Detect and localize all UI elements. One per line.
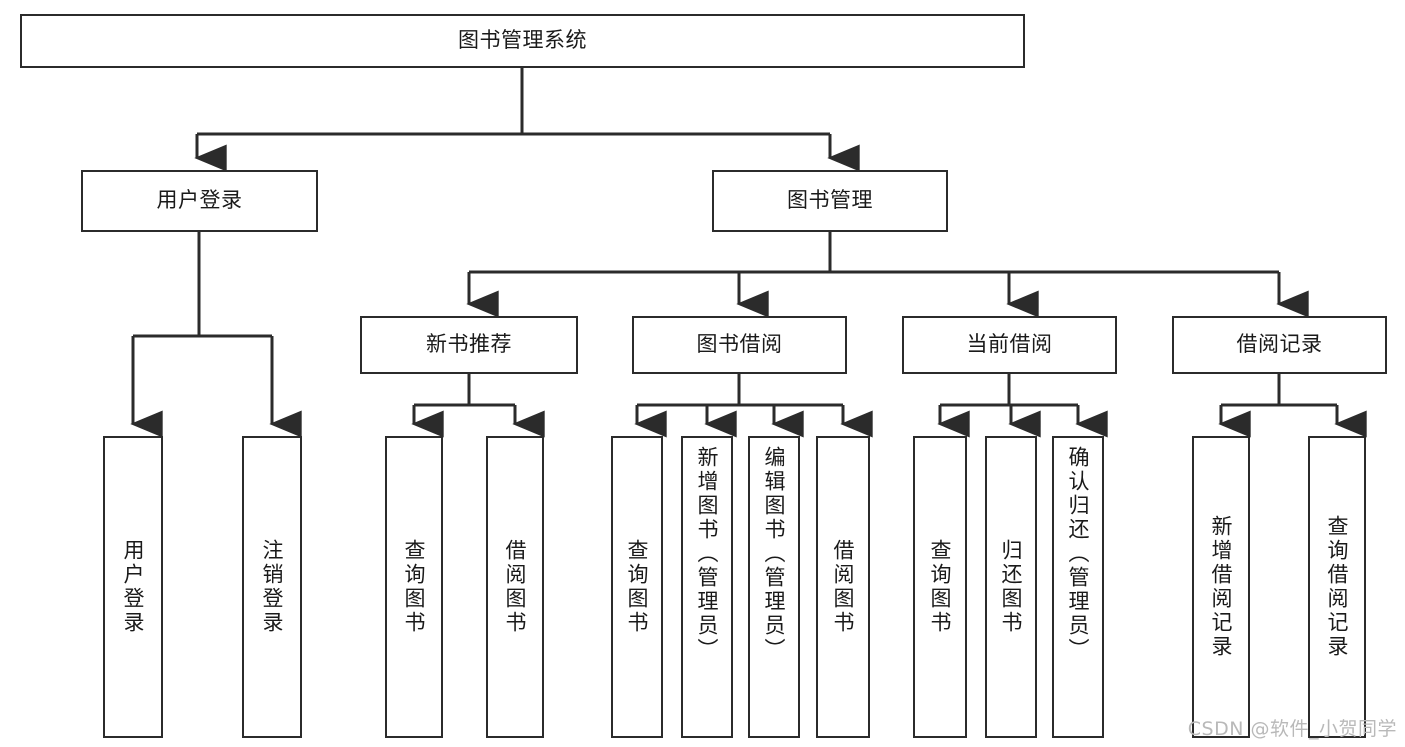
leaf-add-book-label: 新增图书（管理员） [695,446,720,662]
leaf-query-record-label: 查询借阅记录 [1325,515,1350,659]
node-borrow-record-label: 借阅记录 [1236,332,1323,357]
leaf-borrow-book[interactable]: 借阅图书 [816,436,870,738]
leaf-borrow-book-rec-label: 借阅图书 [503,539,528,635]
leaf-borrow-book-rec[interactable]: 借阅图书 [486,436,544,738]
node-book-borrow-label: 图书借阅 [696,332,783,357]
leaf-query-book-borrow[interactable]: 查询图书 [611,436,663,738]
node-user-login-label: 用户登录 [156,188,243,213]
node-book-manage[interactable]: 图书管理 [712,170,948,232]
leaf-edit-book-label: 编辑图书（管理员） [762,446,787,662]
leaf-user-login-label: 用户登录 [121,539,146,635]
watermark: CSDN @软件_小贺同学 [1187,718,1397,740]
leaf-add-book[interactable]: 新增图书（管理员） [681,436,733,738]
leaf-query-book-cur-label: 查询图书 [928,539,953,635]
leaf-logout-label: 注销登录 [260,539,285,635]
node-root-label: 图书管理系统 [458,28,587,53]
leaf-return-book[interactable]: 归还图书 [985,436,1037,738]
node-user-login[interactable]: 用户登录 [81,170,318,232]
node-current-borrow[interactable]: 当前借阅 [902,316,1117,374]
node-current-borrow-label: 当前借阅 [966,332,1053,357]
leaf-confirm-return[interactable]: 确认归还（管理员） [1052,436,1104,738]
node-book-borrow[interactable]: 图书借阅 [632,316,847,374]
leaf-user-login[interactable]: 用户登录 [103,436,163,738]
leaf-logout[interactable]: 注销登录 [242,436,302,738]
leaf-query-book-borrow-label: 查询图书 [625,539,650,635]
node-book-manage-label: 图书管理 [787,188,873,213]
leaf-return-book-label: 归还图书 [999,539,1024,635]
node-borrow-record[interactable]: 借阅记录 [1172,316,1387,374]
leaf-query-book-cur[interactable]: 查询图书 [913,436,967,738]
node-new-book-rec-label: 新书推荐 [426,332,512,357]
leaf-add-record[interactable]: 新增借阅记录 [1192,436,1250,738]
leaf-query-book-rec-label: 查询图书 [402,539,427,635]
leaf-borrow-book-label: 借阅图书 [831,539,856,635]
leaf-edit-book[interactable]: 编辑图书（管理员） [748,436,800,738]
leaf-query-record[interactable]: 查询借阅记录 [1308,436,1366,738]
leaf-confirm-return-label: 确认归还（管理员） [1066,446,1091,662]
node-new-book-rec[interactable]: 新书推荐 [360,316,578,374]
leaf-query-book-rec[interactable]: 查询图书 [385,436,443,738]
leaf-add-record-label: 新增借阅记录 [1209,515,1234,659]
node-root[interactable]: 图书管理系统 [20,14,1025,68]
